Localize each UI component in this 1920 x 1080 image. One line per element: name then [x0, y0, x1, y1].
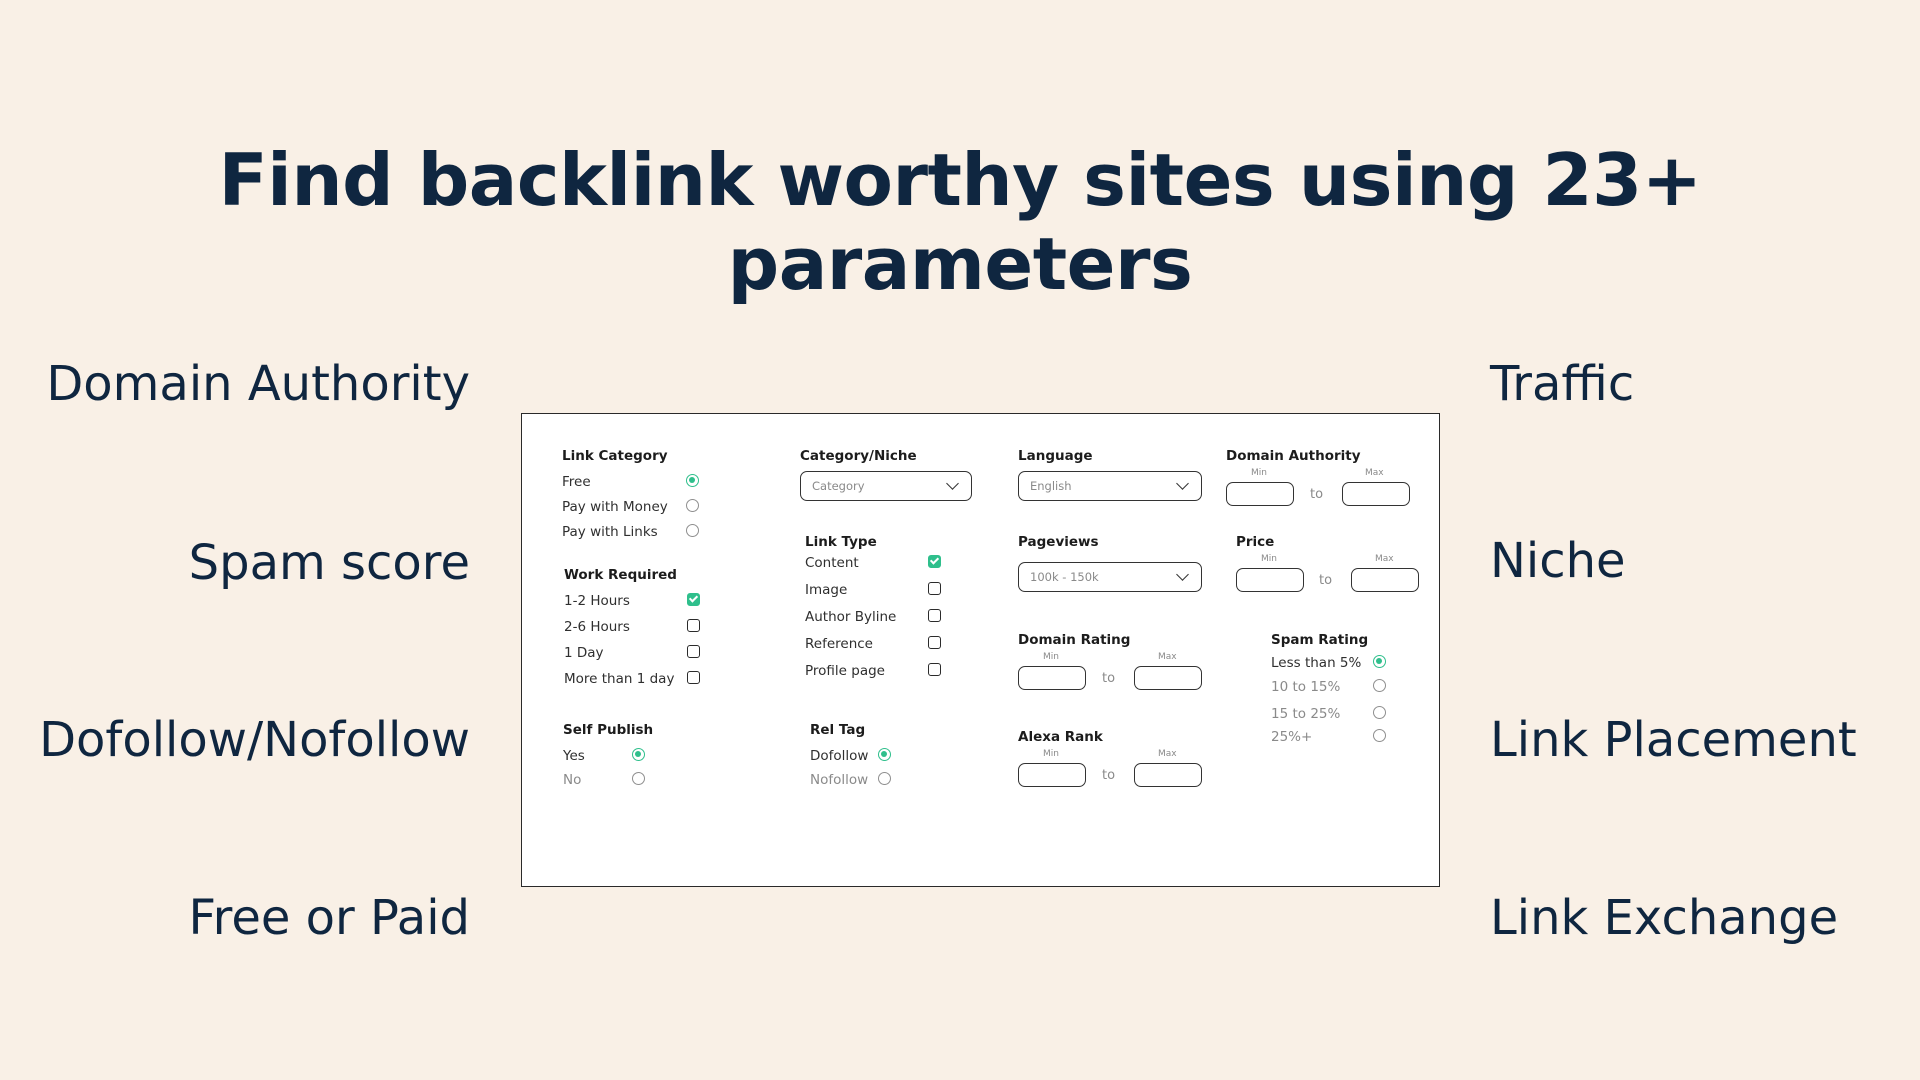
category-niche-value: Category [812, 479, 865, 493]
work-required-checkbox-1-day[interactable] [687, 645, 700, 658]
domain-rating-max-input[interactable] [1134, 666, 1202, 690]
chevron-down-icon [946, 477, 959, 490]
category-niche-select[interactable]: Category [800, 471, 972, 501]
domain-rating-min-caption: Min [1043, 652, 1059, 662]
spam-rating-option-10-15: 10 to 15% [1271, 679, 1341, 695]
price-min-input[interactable] [1236, 568, 1304, 592]
spam-rating-label: Spam Rating [1271, 632, 1369, 648]
link-type-option-profile-page: Profile page [805, 663, 885, 679]
alexa-rank-min-caption: Min [1043, 749, 1059, 759]
domain-authority-min-input[interactable] [1226, 482, 1294, 506]
self-publish-label: Self Publish [563, 722, 654, 738]
alexa-rank-max-caption: Max [1158, 749, 1177, 759]
language-label: Language [1018, 448, 1093, 464]
pageviews-select[interactable]: 100k - 150k [1018, 562, 1202, 592]
link-category-option-pay-money: Pay with Money [562, 499, 668, 515]
page-headline: Find backlink worthy sites using 23+ par… [218, 138, 1702, 306]
feature-traffic: Traffic [1490, 356, 1635, 412]
domain-rating-to: to [1102, 671, 1116, 686]
price-min-caption: Min [1261, 554, 1277, 564]
domain-authority-max-caption: Max [1365, 468, 1384, 478]
category-niche-label: Category/Niche [800, 448, 917, 464]
link-category-option-pay-links: Pay with Links [562, 524, 658, 540]
link-type-checkbox-profile-page[interactable] [928, 663, 941, 676]
rel-tag-radio-dofollow[interactable] [878, 748, 891, 761]
pageviews-label: Pageviews [1018, 534, 1099, 550]
alexa-rank-max-input[interactable] [1134, 763, 1202, 787]
self-publish-radio-yes[interactable] [632, 748, 645, 761]
link-category-radio-free[interactable] [686, 474, 699, 487]
alexa-rank-min-input[interactable] [1018, 763, 1086, 787]
link-type-checkbox-reference[interactable] [928, 636, 941, 649]
feature-link-placement: Link Placement [1490, 712, 1857, 768]
work-required-label: Work Required [564, 567, 677, 583]
domain-authority-to: to [1310, 487, 1324, 502]
rel-tag-radio-nofollow[interactable] [878, 772, 891, 785]
domain-authority-min-caption: Min [1251, 468, 1267, 478]
spam-rating-option-less-5: Less than 5% [1271, 655, 1362, 671]
domain-rating-max-caption: Max [1158, 652, 1177, 662]
rel-tag-option-nofollow: Nofollow [810, 772, 869, 788]
filter-panel: Link Category Free Pay with Money Pay wi… [521, 413, 1440, 887]
pageviews-value: 100k - 150k [1030, 570, 1099, 584]
rel-tag-label: Rel Tag [810, 722, 866, 738]
link-type-option-content: Content [805, 555, 859, 571]
link-type-checkbox-author-byline[interactable] [928, 609, 941, 622]
work-required-option-1-day: 1 Day [564, 645, 604, 661]
feature-spam-score: Spam score [188, 535, 470, 591]
alexa-rank-label: Alexa Rank [1018, 729, 1103, 745]
rel-tag-option-dofollow: Dofollow [810, 748, 869, 764]
spam-rating-radio-less-5[interactable] [1373, 655, 1386, 668]
self-publish-radio-no[interactable] [632, 772, 645, 785]
domain-rating-label: Domain Rating [1018, 632, 1131, 648]
spam-rating-radio-25-plus[interactable] [1373, 729, 1386, 742]
chevron-down-icon [1176, 568, 1189, 581]
link-category-radio-pay-links[interactable] [686, 524, 699, 537]
alexa-rank-to: to [1102, 768, 1116, 783]
feature-domain-authority: Domain Authority [46, 356, 470, 412]
work-required-checkbox-1-2[interactable] [687, 593, 700, 606]
work-required-option-1-2: 1-2 Hours [564, 593, 630, 609]
spam-rating-option-25-plus: 25%+ [1271, 729, 1313, 745]
language-select[interactable]: English [1018, 471, 1202, 501]
link-type-option-image: Image [805, 582, 848, 598]
chevron-down-icon [1176, 477, 1189, 490]
self-publish-option-yes: Yes [563, 748, 585, 764]
link-type-label: Link Type [805, 534, 877, 550]
price-max-input[interactable] [1351, 568, 1419, 592]
spam-rating-radio-10-15[interactable] [1373, 679, 1386, 692]
spam-rating-option-15-25: 15 to 25% [1271, 706, 1341, 722]
feature-niche: Niche [1490, 533, 1626, 589]
feature-free-or-paid: Free or Paid [188, 890, 470, 946]
work-required-checkbox-more-than-1-day[interactable] [687, 671, 700, 684]
link-category-radio-pay-money[interactable] [686, 499, 699, 512]
language-value: English [1030, 479, 1072, 493]
domain-authority-label: Domain Authority [1226, 448, 1361, 464]
work-required-checkbox-2-6[interactable] [687, 619, 700, 632]
link-type-option-author-byline: Author Byline [805, 609, 897, 625]
link-type-checkbox-content[interactable] [928, 555, 941, 568]
feature-link-exchange: Link Exchange [1490, 890, 1839, 946]
work-required-option-2-6: 2-6 Hours [564, 619, 630, 635]
domain-rating-min-input[interactable] [1018, 666, 1086, 690]
work-required-option-more-than-1-day: More than 1 day [564, 671, 675, 687]
domain-authority-max-input[interactable] [1342, 482, 1410, 506]
price-to: to [1319, 573, 1333, 588]
price-label: Price [1236, 534, 1275, 550]
self-publish-option-no: No [563, 772, 582, 788]
link-type-option-reference: Reference [805, 636, 873, 652]
feature-dofollow-nofollow: Dofollow/Nofollow [39, 712, 470, 768]
link-category-option-free: Free [562, 474, 591, 490]
link-type-checkbox-image[interactable] [928, 582, 941, 595]
spam-rating-radio-15-25[interactable] [1373, 706, 1386, 719]
link-category-label: Link Category [562, 448, 668, 464]
price-max-caption: Max [1375, 554, 1394, 564]
